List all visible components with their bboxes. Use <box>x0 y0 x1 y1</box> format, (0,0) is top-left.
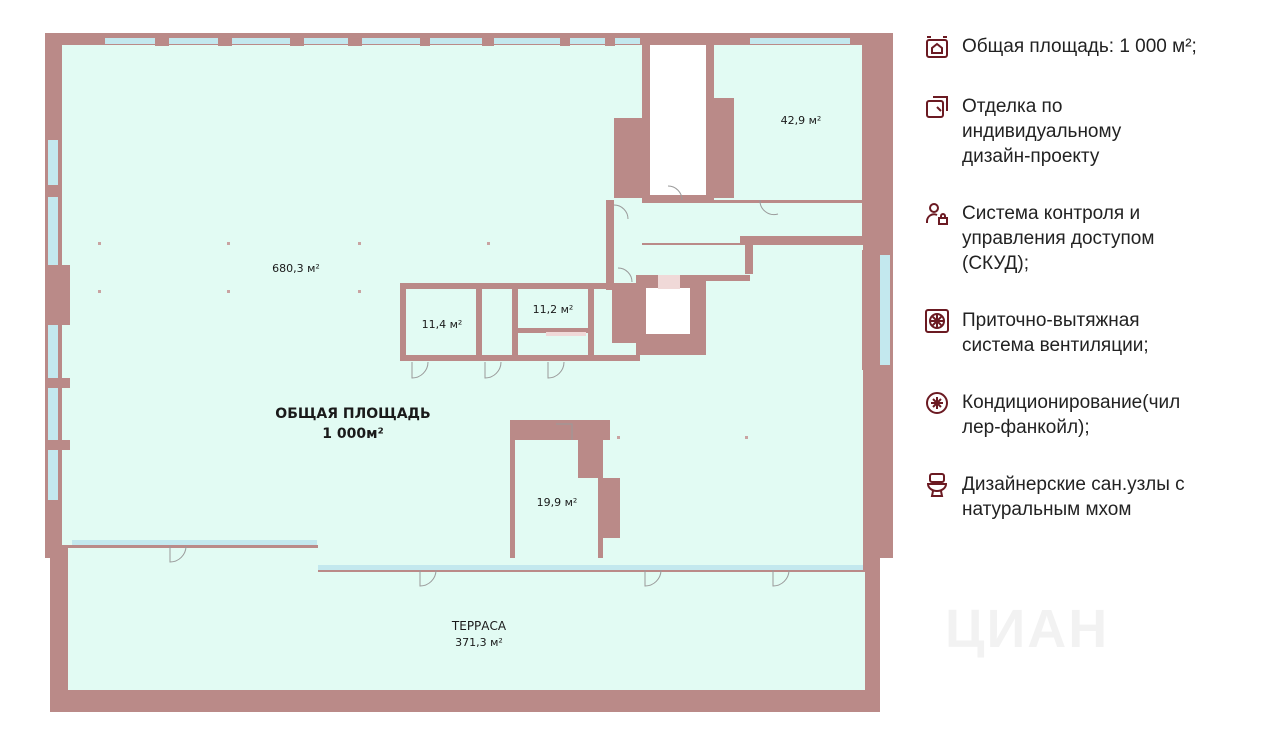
feature-text: Дизайнерские сан.узлы с натуральным мхом <box>962 474 1185 520</box>
toilet-icon <box>926 473 948 497</box>
feature-item: Дизайнерские сан.узлы с натуральным мхом <box>924 472 1185 522</box>
feature-text: Общая площадь: 1 000 м²; <box>962 36 1197 57</box>
feature-text: Кондиционирование(чил лер-фанкойл); <box>962 392 1181 438</box>
room-area-small-mid: 11,2 м² <box>533 303 574 316</box>
access-control-icon <box>926 203 948 225</box>
doors <box>169 185 790 587</box>
design-finish-icon <box>926 96 948 118</box>
feature-text: Отделка по индивидуальному дизайн-проект… <box>962 96 1122 167</box>
room-area-main: 680,3 м² <box>272 262 320 275</box>
terrace-area: 371,3 м² <box>455 636 503 649</box>
room-area-top-right: 42,9 м² <box>781 114 822 127</box>
terrace-title: ТЕРРАСА <box>451 619 507 633</box>
ventilation-icon <box>925 309 949 333</box>
terrace <box>68 572 865 690</box>
feature-text: Система контроля и управления доступом (… <box>962 203 1155 274</box>
feature-text: Приточно-вытяжная система вентиляции; <box>962 310 1149 356</box>
room-42 <box>714 45 862 200</box>
feature-item: Кондиционирование(чил лер-фанкойл); <box>924 390 1180 440</box>
feature-item: Приточно-вытяжная система вентиляции; <box>924 308 1149 358</box>
room-area-small-left: 11,4 м² <box>422 318 463 331</box>
watermark: ЦИАН <box>945 599 1110 659</box>
feature-item: Общая площадь: 1 000 м²; <box>924 34 1197 60</box>
total-area-title: ОБЩАЯ ПЛОЩАДЬ <box>275 406 430 422</box>
room-area-lower: 19,9 м² <box>537 496 578 509</box>
shaft <box>650 45 706 195</box>
air-conditioning-icon <box>926 392 948 414</box>
feature-item: Отделка по индивидуальному дизайн-проект… <box>924 94 1121 169</box>
total-area-value: 1 000м² <box>322 426 383 442</box>
feature-item: Система контроля и управления доступом (… <box>924 201 1154 276</box>
home-area-icon <box>926 36 948 58</box>
floor-areas <box>62 45 865 690</box>
